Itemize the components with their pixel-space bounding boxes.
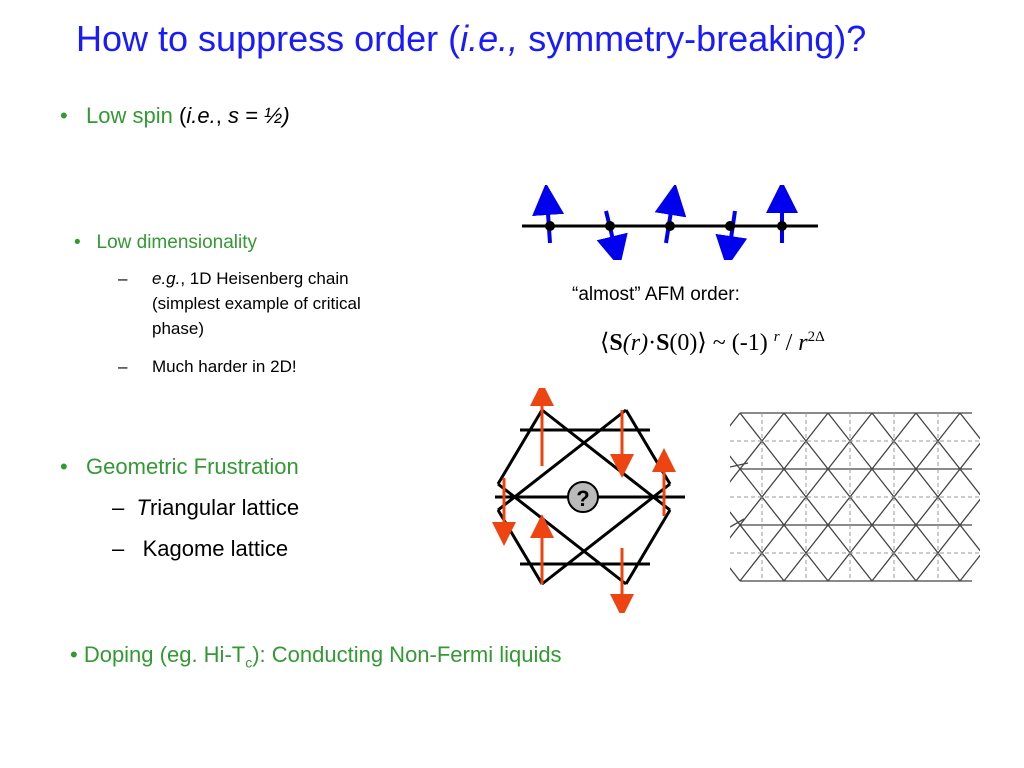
afm-label: “almost” AFM order: — [572, 284, 740, 305]
spin-chain-figure — [522, 185, 818, 260]
bullet-doping: • Doping (eg. Hi-Tc): Conducting Non-Fer… — [70, 642, 562, 671]
slide-title: How to suppress order (i.e., symmetry-br… — [76, 18, 867, 59]
sub-bullet-2d: – Much harder in 2D! — [118, 357, 297, 376]
bullet-low-dimensionality: • Low dimensionality — [74, 232, 258, 253]
sub-bullet-kagome: – Kagome lattice — [112, 536, 289, 561]
question-mark: ? — [576, 486, 589, 511]
bullet-low-spin: • Low spin (i.e., s = ½) — [60, 103, 290, 128]
correlation-equation: ⟨S(r)·S(0)⟩ ~ (-1) r / r2Δ — [600, 329, 825, 356]
sub-bullet-triangular: – Triangular lattice — [112, 495, 300, 520]
sub-bullet-1d-chain: – e.g., 1D Heisenberg chain (simplest ex… — [118, 269, 361, 338]
kagome-frustration-figure: ? — [492, 388, 685, 613]
bullet-geometric-frustration: • Geometric Frustration — [60, 454, 299, 479]
triangular-lattice-figure — [730, 412, 980, 582]
